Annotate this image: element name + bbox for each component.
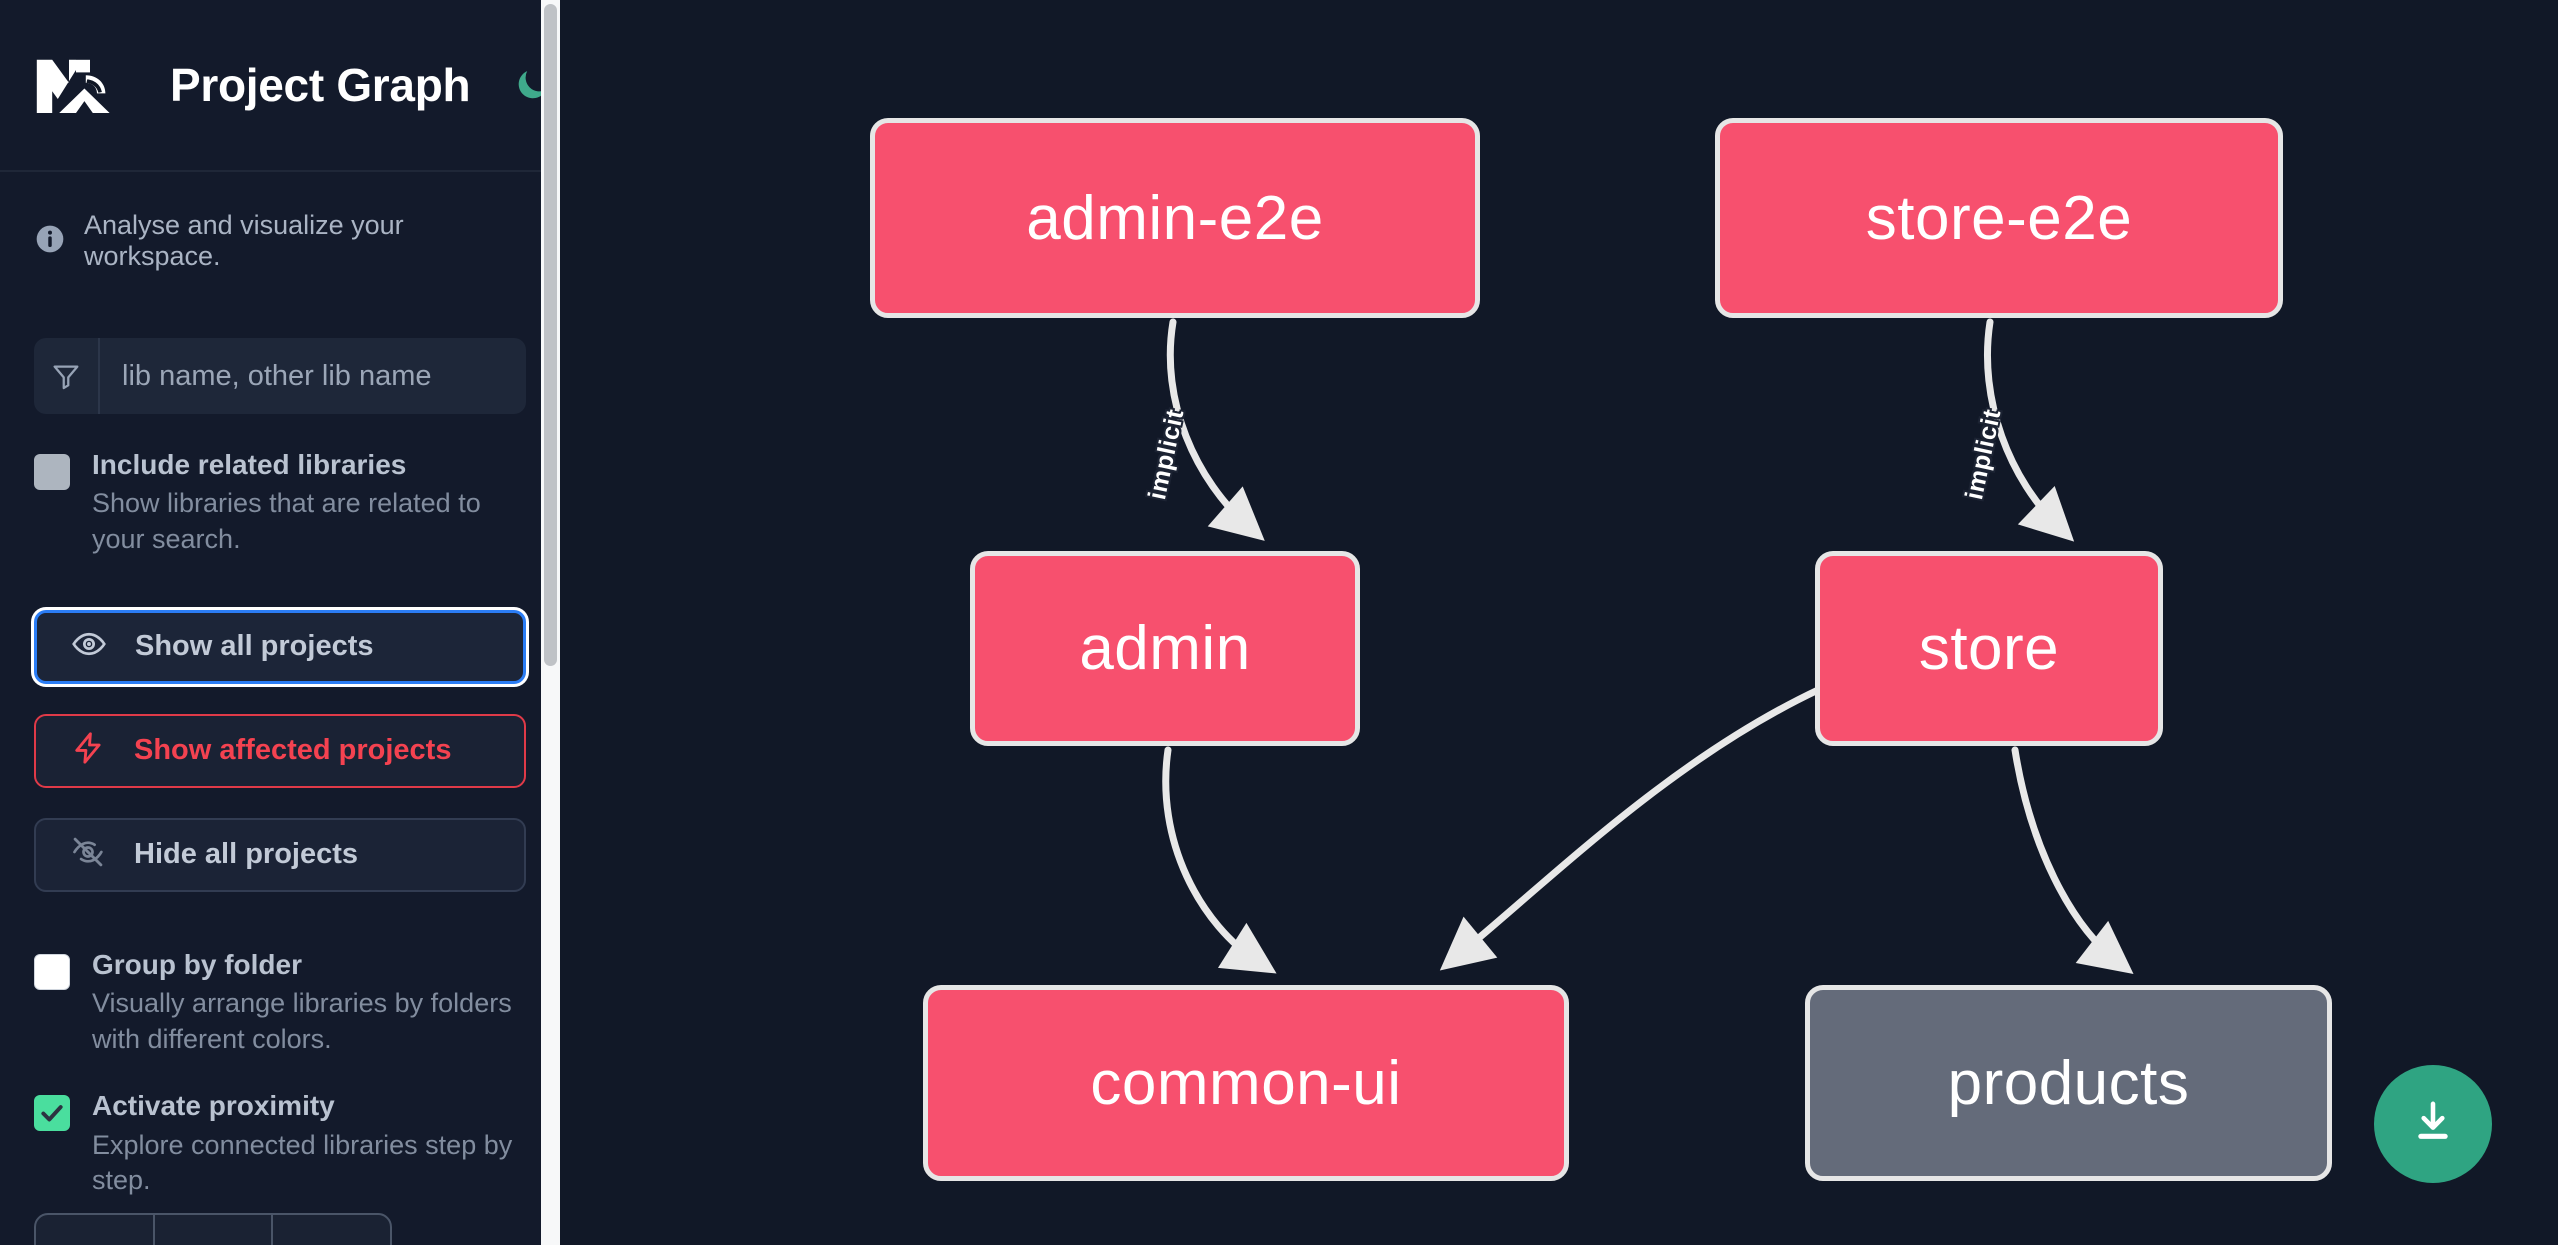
graph-node-common-ui[interactable]: common-ui [923,985,1569,1181]
checkbox-label: Activate proximity [92,1090,335,1122]
graph-node-admin[interactable]: admin [970,551,1360,746]
edge-admin-common-ui [1162,746,1277,974]
search-input[interactable] [100,338,526,414]
edge-store-e2e-store [1984,318,2075,542]
hide-all-projects-button[interactable]: Hide all projects [34,817,526,892]
sidebar-header: Project Graph [0,0,560,172]
graph-node-store-e2e[interactable]: store-e2e [1715,118,2283,318]
edge-store-common-ui [1439,686,1822,971]
show-all-projects-button[interactable]: Show all projects [34,609,526,684]
show-all-projects-label: Show all projects [135,630,374,663]
graph-node-products[interactable]: products [1805,985,2332,1181]
edge-store-products [2011,746,2134,974]
sidebar-scrollbar-thumb[interactable] [544,4,557,666]
sidebar-body: Analyse and visualize your workspace. [0,210,560,1199]
node-label: admin [1079,614,1251,683]
sidebar-scrollbar[interactable] [541,0,560,1245]
show-affected-projects-label: Show affected projects [134,734,452,767]
checkbox-row-group-by-folder[interactable]: Group by folder Visually arrange librari… [34,948,526,1058]
download-button[interactable] [2374,1065,2492,1183]
segment-option-3[interactable] [273,1215,390,1245]
node-label: store [1918,614,2060,683]
checkbox-description: Explore connected libraries step by step… [92,1129,513,1196]
graph-node-store[interactable]: store [1815,551,2163,746]
tagline-text: Analyse and visualize your workspace. [84,210,404,271]
segmented-control[interactable] [34,1213,392,1245]
tagline: Analyse and visualize your workspace. [34,210,526,272]
node-label: store-e2e [1865,183,2133,253]
eye-slash-icon [70,834,106,875]
sidebar: Project Graph Analyse and visualize your… [0,0,560,1245]
moon-icon[interactable] [512,62,552,108]
search-field[interactable] [34,338,526,414]
checkbox-label: Group by folder [92,948,302,980]
node-label: common-ui [1090,1048,1402,1118]
hide-all-projects-label: Hide all projects [134,838,359,871]
graph-edges [1162,318,2134,974]
checkbox-group-by-folder[interactable] [34,953,70,990]
info-icon [34,223,66,260]
checkbox-description: Show libraries that are related to your … [92,488,481,555]
show-affected-projects-button[interactable]: Show affected projects [34,713,526,788]
checkbox-description: Visually arrange libraries by folders wi… [92,988,512,1054]
checkbox-activate-proximity[interactable] [34,1095,70,1132]
download-icon [2407,1096,2459,1153]
node-label: products [1947,1048,2190,1118]
graph-node-admin-e2e[interactable]: admin-e2e [870,118,1480,318]
checkbox-label: Include related libraries [92,449,407,480]
eye-icon [71,626,107,667]
page-title: Project Graph [170,59,471,111]
lightning-bolt-icon [70,730,106,771]
edge-admin-e2e-admin [1166,318,1265,541]
segment-option-1[interactable] [36,1215,155,1245]
checkbox-include-related-libraries[interactable] [34,454,70,490]
graph-canvas[interactable]: implicit implicit admin-e2e store-e2e ad… [560,0,2558,1245]
node-label: admin-e2e [1026,183,1324,253]
checkbox-row-activate-proximity[interactable]: Activate proximity Explore connected lib… [34,1091,526,1199]
segment-option-2[interactable] [155,1215,274,1245]
filter-funnel-icon [34,338,100,414]
checkbox-row-include-related-libraries[interactable]: Include related libraries Show libraries… [34,450,526,558]
nx-logo-icon [34,54,118,116]
